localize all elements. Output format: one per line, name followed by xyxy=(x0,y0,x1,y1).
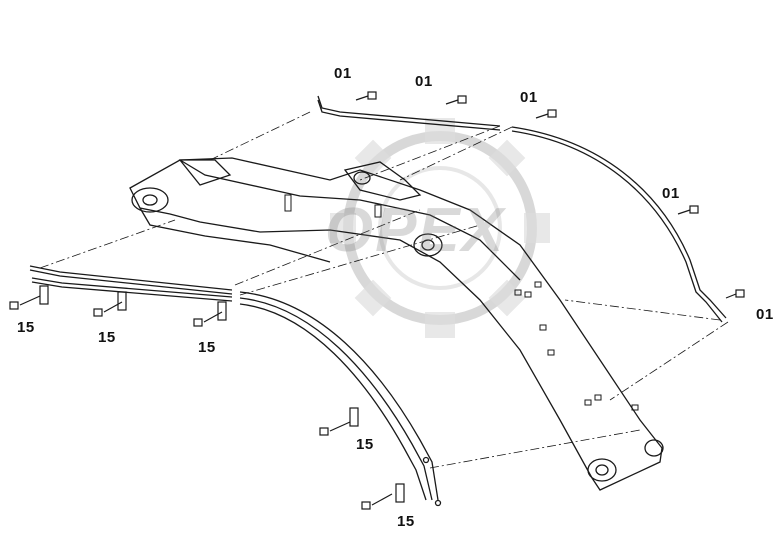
callout-label: 15 xyxy=(397,513,415,530)
callout-label: 15 xyxy=(98,329,116,346)
gear-icon xyxy=(330,118,550,338)
callout-label: 01 xyxy=(662,185,680,202)
callout-label: 15 xyxy=(198,339,216,356)
leader-lines xyxy=(39,111,729,469)
callout-label: 01 xyxy=(334,65,352,82)
boom-assembly xyxy=(129,157,664,491)
callout-label: 15 xyxy=(17,319,35,336)
hydraulic-pipes xyxy=(29,95,727,507)
callout-label: 01 xyxy=(415,73,433,90)
watermark-text: OPEX xyxy=(324,196,506,265)
bolts xyxy=(9,91,745,510)
callout-label: 01 xyxy=(520,89,538,106)
callout-label: 01 xyxy=(756,306,774,323)
callout-label: 15 xyxy=(356,436,374,453)
